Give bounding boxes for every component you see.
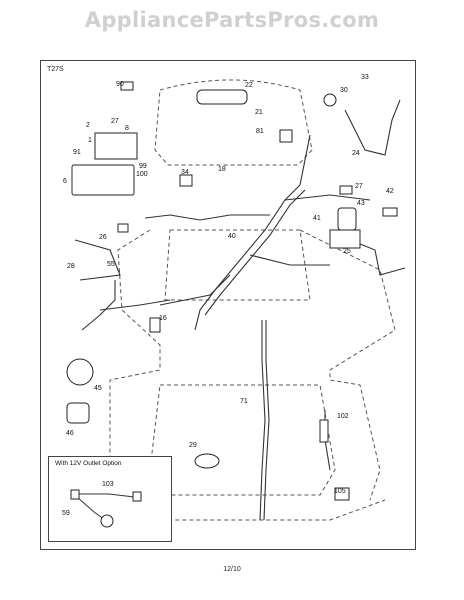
callout-1: 1 — [88, 137, 92, 144]
battery — [94, 132, 138, 160]
harness-branch-right — [284, 194, 371, 201]
outlet-wire-lower — [76, 496, 105, 520]
inset-diagram: 103 59 — [62, 481, 142, 528]
callout-55: 55 — [107, 261, 115, 268]
main-harness — [194, 184, 301, 331]
wire-28 — [74, 239, 121, 281]
hood-outline — [154, 79, 313, 166]
callout-27-top: 27 — [111, 118, 119, 125]
callout-28: 28 — [67, 263, 75, 270]
callout-59: 59 — [62, 510, 70, 517]
wire-24 — [344, 99, 401, 156]
connector-42 — [382, 207, 398, 217]
callout-91: 91 — [73, 149, 81, 156]
fuse-holder-102 — [319, 419, 329, 443]
callout-27: 27 — [355, 183, 363, 190]
callout-43: 43 — [357, 200, 365, 207]
callout-102: 102 — [337, 413, 349, 420]
connector-81 — [279, 129, 293, 143]
main-harness-parallel — [204, 189, 306, 316]
callout-99: 99 — [139, 163, 147, 170]
connector-26 — [117, 223, 129, 233]
diagram-code: T27S — [47, 66, 64, 73]
hour-meter-45 — [66, 358, 94, 386]
switch-105 — [334, 487, 350, 501]
frame-outline-left — [109, 229, 161, 481]
callout-8-top: 8 — [125, 125, 129, 132]
callout-29: 29 — [189, 442, 197, 449]
seat-harness-parallel — [263, 320, 270, 521]
callout-6: 6 — [63, 178, 67, 185]
callout-16: 16 — [159, 315, 167, 322]
inset-connector-left — [70, 489, 80, 500]
seat-outline — [149, 384, 336, 496]
callout-2: 2 — [86, 122, 90, 129]
outlet-wire-103 — [77, 493, 135, 498]
callout-42: 42 — [386, 188, 394, 195]
watermark: AppliancePartsPros.com — [84, 8, 380, 32]
callout-71: 71 — [240, 398, 248, 405]
callout-105: 105 — [334, 488, 346, 495]
inset-title: With 12V Outlet Option — [55, 460, 122, 467]
connector-16 — [149, 317, 161, 333]
callout-30: 30 — [340, 87, 348, 94]
harness-branch-left — [144, 214, 270, 221]
callout-81: 81 — [256, 128, 264, 135]
pan-outline — [164, 229, 311, 301]
inset-connector-right — [132, 491, 142, 502]
harness-branch-mid — [249, 254, 330, 266]
12v-outlet-59 — [100, 514, 114, 528]
callout-25: 25 — [343, 248, 351, 255]
callout-103: 103 — [102, 481, 114, 488]
12v-outlet-inset: With 12V Outlet Option 103 59 — [48, 456, 172, 542]
wire-25 — [349, 239, 406, 276]
ignition-switch — [196, 89, 248, 105]
solenoid-43 — [337, 207, 357, 231]
wire-to-81 — [299, 134, 311, 186]
callout-21: 21 — [255, 109, 263, 116]
callout-90: 90 — [116, 81, 124, 88]
relay-34 — [179, 174, 193, 187]
starter-plate — [329, 229, 361, 249]
callout-40: 40 — [228, 233, 236, 240]
callout-41: 41 — [313, 215, 321, 222]
connector-27 — [339, 185, 353, 195]
battery-terminal-cover — [120, 81, 134, 91]
callout-34: 34 — [181, 169, 189, 176]
seat-harness — [259, 320, 266, 521]
headlight-30 — [323, 93, 337, 107]
outlet-46 — [66, 402, 90, 424]
callout-45: 45 — [94, 385, 102, 392]
wire-55 — [81, 280, 116, 331]
grommet-29 — [194, 453, 220, 469]
footer-date: 12/10 — [223, 566, 241, 573]
callout-24: 24 — [352, 150, 360, 157]
callout-18: 18 — [218, 166, 226, 173]
callout-100: 100 — [136, 171, 148, 178]
battery-tray — [71, 164, 135, 196]
callout-46: 46 — [66, 430, 74, 437]
frame-outline-right — [299, 229, 396, 501]
callout-22: 22 — [245, 82, 253, 89]
wire-to-pto — [99, 299, 171, 311]
callout-26: 26 — [99, 234, 107, 241]
harness-branch-down — [159, 274, 231, 306]
callout-33: 33 — [361, 74, 369, 81]
